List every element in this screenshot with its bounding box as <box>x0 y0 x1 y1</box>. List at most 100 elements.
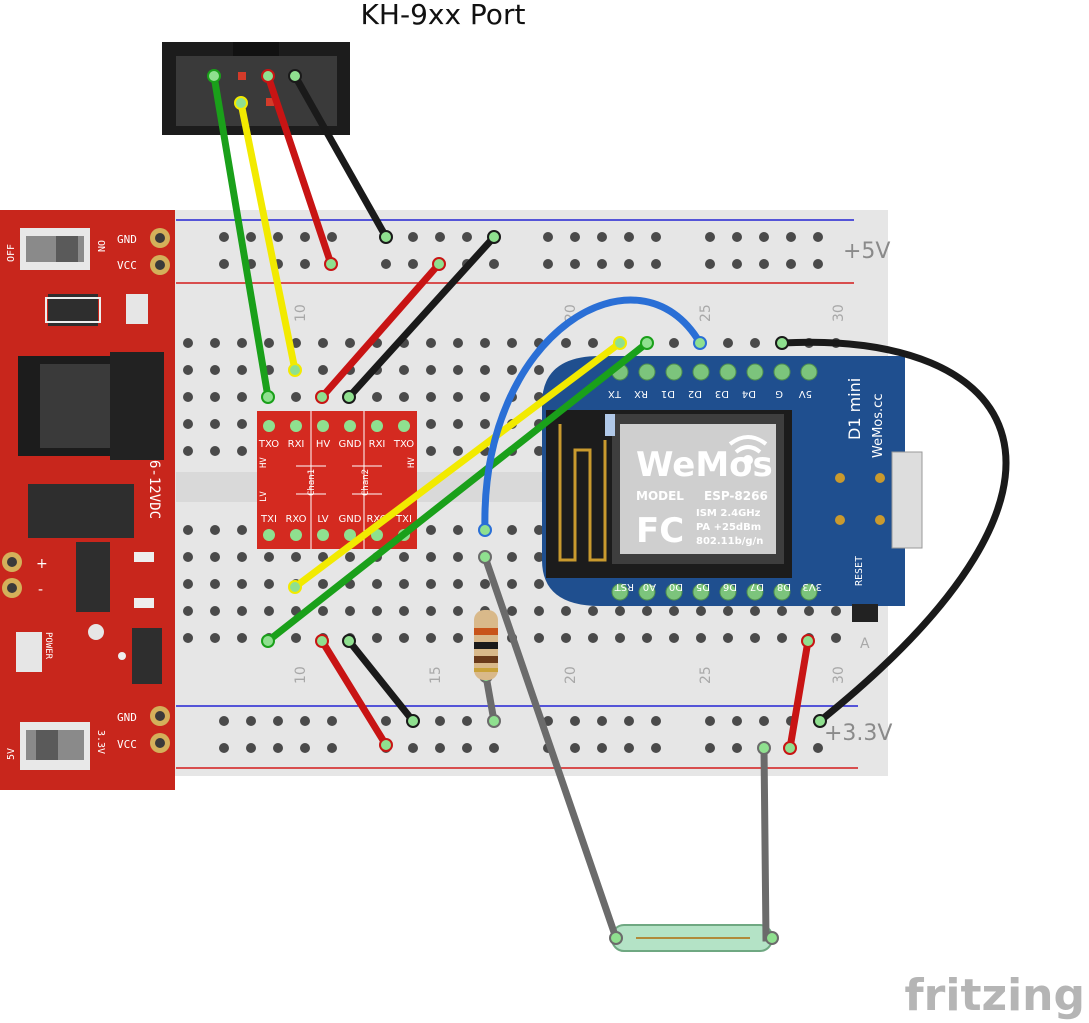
rail-label-5v: +5V <box>843 239 890 264</box>
wemos-pin <box>692 363 710 381</box>
breadboard-hole <box>183 633 193 643</box>
wemos-top-pin-6: G <box>775 388 783 399</box>
wire <box>345 233 498 401</box>
breadboard-hole <box>426 365 436 375</box>
breadboard-hole <box>507 525 517 535</box>
breadboard-hole <box>210 552 220 562</box>
breadboard-hole <box>453 446 463 456</box>
breadboard-hole <box>183 338 193 348</box>
breadboard-hole <box>183 365 193 375</box>
wemos-d1-mini: WeMos MODEL ESP-8266 FC ISM 2.4GHz PA +2… <box>542 356 923 622</box>
kh-port-connector <box>162 42 350 135</box>
breadboard-hole <box>372 633 382 643</box>
breadboard-hole <box>210 392 220 402</box>
breadboard-hole <box>534 365 544 375</box>
breadboard-hole <box>534 446 544 456</box>
breadboard-hole <box>507 552 517 562</box>
breadboard-hole <box>453 525 463 535</box>
wire-end <box>478 523 492 537</box>
wemos-top-pin-5: D4 <box>742 388 756 399</box>
rail-hole <box>570 259 580 269</box>
wemos-pa: PA +25dBm <box>696 522 761 533</box>
breadboard-hole <box>399 606 409 616</box>
breadboard-hole <box>237 579 247 589</box>
breadboard-hole <box>426 552 436 562</box>
rail-hole <box>651 232 661 242</box>
breadboard-hole <box>615 606 625 616</box>
breadboard-hole <box>183 392 193 402</box>
breadboard-hole <box>264 606 274 616</box>
breadboard-hole <box>291 392 301 402</box>
col-num-bot-20: 20 <box>563 666 579 684</box>
wemos-wifi: 802.11b/g/n <box>696 536 763 547</box>
col-num-bot-30: 30 <box>831 666 847 684</box>
breadboard-hole <box>210 633 220 643</box>
breadboard-hole <box>696 633 706 643</box>
breadboard-hole <box>480 365 490 375</box>
breadboard-hole <box>399 365 409 375</box>
level-shifter-pad <box>371 420 383 432</box>
wemos-pin <box>638 583 656 601</box>
wemos-bottom-pin-6: D8 <box>777 581 791 592</box>
wire-end <box>207 69 221 83</box>
breadboard-hole <box>453 579 463 589</box>
rail-hole <box>570 716 580 726</box>
diagram-title: KH-9xx Port <box>361 0 526 31</box>
wemos-bottom-pin-1: A0 <box>643 581 656 592</box>
breadboard-hole <box>318 365 328 375</box>
breadboard-hole <box>237 552 247 562</box>
rail-hole <box>624 743 634 753</box>
breadboard-hole <box>210 365 220 375</box>
wire-end <box>342 634 356 648</box>
breadboard-hole <box>210 419 220 429</box>
level-shifter-pad <box>290 420 302 432</box>
ls-chan1-label: Chan1 <box>307 469 317 496</box>
wire <box>237 99 299 374</box>
wemos-model: ESP-8266 <box>704 489 768 503</box>
breadboard-hole <box>561 338 571 348</box>
wire <box>210 72 272 401</box>
breadboard-hole <box>237 606 247 616</box>
wire-end <box>640 336 654 350</box>
wire <box>291 72 390 241</box>
rail-hole <box>381 259 391 269</box>
ls-bottom-pin-4: RXO <box>366 514 387 525</box>
vcc-label-top: VCC <box>117 259 137 272</box>
wemos-pin <box>719 363 737 381</box>
breadboard-hole <box>237 446 247 456</box>
breadboard-hole <box>426 579 436 589</box>
rail-hole <box>705 716 715 726</box>
breadboard-hole <box>372 579 382 589</box>
wemos-top-pin-7: 5V <box>799 388 812 399</box>
rail-hole <box>381 716 391 726</box>
wire-end <box>315 634 329 648</box>
breadboard-hole <box>426 525 436 535</box>
wire-end <box>478 550 492 564</box>
breadboard-hole <box>480 419 490 429</box>
breadboard-hole <box>696 606 706 616</box>
reed-switch <box>611 924 773 952</box>
wemos-top-pin-3: D2 <box>688 388 702 399</box>
rail-hole <box>273 743 283 753</box>
breadboard-hole <box>210 338 220 348</box>
level-shifter-board: TXO RXI HV GND RXI TXO TXI RXO LV GND RX… <box>257 411 417 549</box>
rail-hole <box>273 716 283 726</box>
gnd-label-top: GND <box>117 233 137 246</box>
rail-hole <box>300 716 310 726</box>
wire <box>481 553 620 942</box>
rail-hole <box>246 232 256 242</box>
breadboard-hole <box>588 606 598 616</box>
rail-hole <box>246 716 256 726</box>
breadboard-hole <box>426 446 436 456</box>
wire-end <box>342 390 356 404</box>
wire <box>481 296 704 534</box>
rail-hole <box>273 232 283 242</box>
breadboard-hole <box>534 552 544 562</box>
wemos-brand: WeMos <box>636 445 773 485</box>
level-shifter-pad <box>398 420 410 432</box>
rail-hole <box>597 259 607 269</box>
rail-hole <box>408 743 418 753</box>
wemos-pin <box>746 363 764 381</box>
wemos-bottom-pin-2: D0 <box>669 581 683 592</box>
rail-hole <box>327 232 337 242</box>
